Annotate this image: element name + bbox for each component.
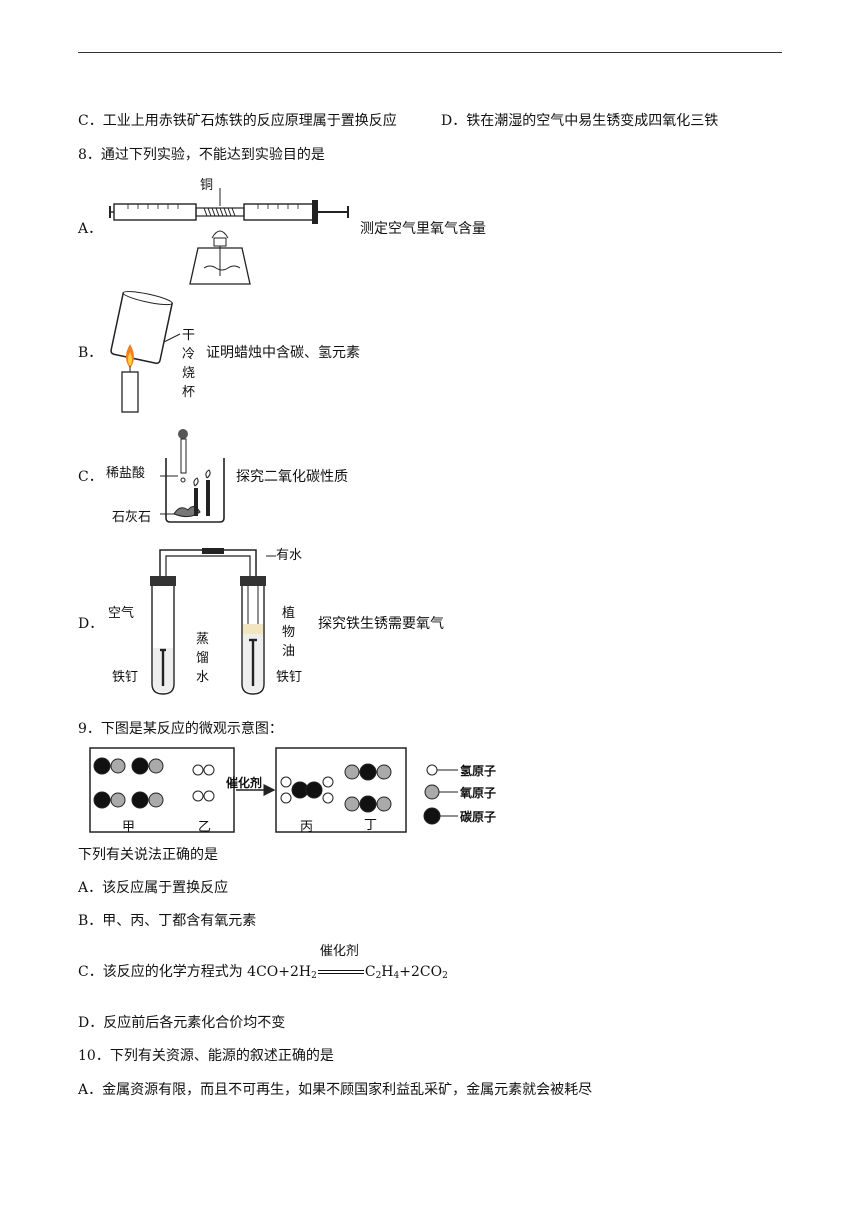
syringe-apparatus-figure [109,188,349,285]
label-dry-cold-beaker: 干冷烧杯 [182,328,196,400]
legend-carbon: 碳原子 [460,810,497,824]
catalyst-label: 催化剂 [226,776,263,790]
q10-stem: 10．下列有关资源、能源的叙述正确的是 [78,1048,334,1064]
q8-d-letter: D． [78,616,104,632]
q8-c-letter: C． [78,469,103,485]
limestone-beaker-figure [160,429,225,523]
reaction-micro-diagram [89,747,458,833]
q8-b-letter: B． [78,345,103,361]
q9-option-b: B．甲、丙、丁都含有氧元素 [78,913,257,929]
label-vegetable-oil: 植物油 [282,606,296,659]
equation-arrow: 催化剂 [317,944,364,977]
label-dilute-hcl: 稀盐酸 [106,466,146,481]
label-yi: 乙 [198,820,212,835]
q8-b-text: 证明蜡烛中含碳、氢元素 [206,345,360,361]
q8-stem: 8．通过下列实验，不能达到实验目的是 [78,147,325,163]
label-bing: 丙 [300,820,314,835]
label-distilled-water: 蒸馏水 [196,632,210,685]
q9-option-d: D．反应前后各元素化合价均不变 [78,1015,286,1031]
label-ding: 丁 [364,818,378,833]
label-iron-nail-left: 铁钉 [112,670,139,685]
q7-option-d: D．铁在潮湿的空气中易生锈变成四氧化三铁 [441,113,719,129]
iron-rust-tubes-figure [150,548,276,695]
legend-oxygen: 氧原子 [460,786,497,800]
q10-option-a: A．金属资源有限，而且不可再生，如果不顾国家利益乱采矿，金属元素就会被耗尽 [78,1082,593,1098]
q7-option-c: C．工业上用赤铁矿石炼铁的反应原理属于置换反应 [78,113,397,129]
equation-catalyst: 催化剂 [319,944,359,959]
candle-beaker-figure [110,291,181,413]
q8-a-text: 测定空气里氧气含量 [360,221,486,237]
q8-d-text: 探究铁生锈需要氧气 [318,616,444,632]
label-limestone: 石灰石 [112,510,152,525]
label-iron-nail-right: 铁钉 [276,670,303,685]
label-copper: 铜 [200,178,214,193]
q8-c-text: 探究二氧化碳性质 [236,469,348,485]
legend-hydrogen: 氢原子 [460,764,497,778]
label-air: 空气 [108,606,135,621]
label-with-water: 有水 [276,548,303,563]
label-jia: 甲 [122,820,136,835]
q8-a-letter: A． [78,221,103,237]
q9-prompt: 下列有关说法正确的是 [78,847,218,863]
header-rule [78,52,782,53]
q9-stem: 9．下图是某反应的微观示意图： [78,721,283,737]
q9-option-a: A．该反应属于置换反应 [78,880,229,896]
